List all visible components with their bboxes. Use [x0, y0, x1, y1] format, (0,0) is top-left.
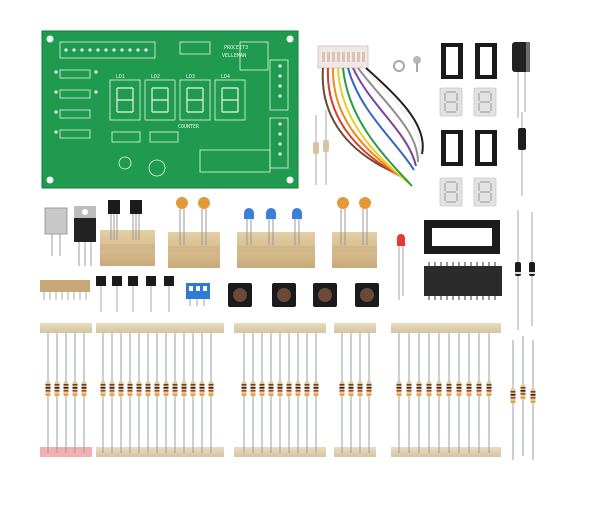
- resistor-strip-3: [234, 323, 326, 457]
- pin-header: [40, 280, 90, 300]
- pcb-pad-ld2: LD2: [151, 74, 160, 80]
- pcb-pad-ld4: LD4: [221, 74, 230, 80]
- tactile-switches: [228, 283, 379, 307]
- loose-resistors: [510, 335, 536, 461]
- pcb-pad-ld1: LD1: [116, 74, 125, 80]
- diodes: [515, 210, 535, 330]
- transistors-taped: [100, 200, 155, 266]
- voltage-regulator: [74, 206, 96, 266]
- electrolytic-capacitor: [512, 42, 530, 118]
- pcb-board: PROCEIT3 VELLEMAN COUNTER LD1 LD2 LD3 LD…: [41, 30, 299, 189]
- nut-and-screw: [393, 56, 421, 72]
- axial-components-right: [313, 110, 526, 196]
- small-transistors: [96, 276, 174, 312]
- pcb-pad-ld3: LD3: [186, 74, 195, 80]
- crystal: [44, 207, 68, 256]
- ic-socket-28: [424, 220, 500, 254]
- microcontroller-ic: [424, 262, 502, 300]
- dip-switch: [186, 283, 210, 306]
- red-led: [397, 234, 405, 300]
- pcb-title-text: PROCEIT3: [224, 45, 248, 51]
- resistor-strip-2: [96, 323, 224, 457]
- resistor-strip-1: [40, 323, 92, 457]
- ceramic-capacitors: [168, 197, 220, 268]
- pcb-counter-text: COUNTER: [178, 124, 200, 130]
- ceramic-capacitors-2: [332, 197, 377, 268]
- resistor-strip-4: [334, 323, 376, 457]
- resistor-strip-5: [391, 323, 501, 457]
- pcb-brand-text: VELLEMAN: [222, 53, 246, 59]
- blue-leds: [237, 208, 315, 268]
- connector-cable: [317, 45, 424, 187]
